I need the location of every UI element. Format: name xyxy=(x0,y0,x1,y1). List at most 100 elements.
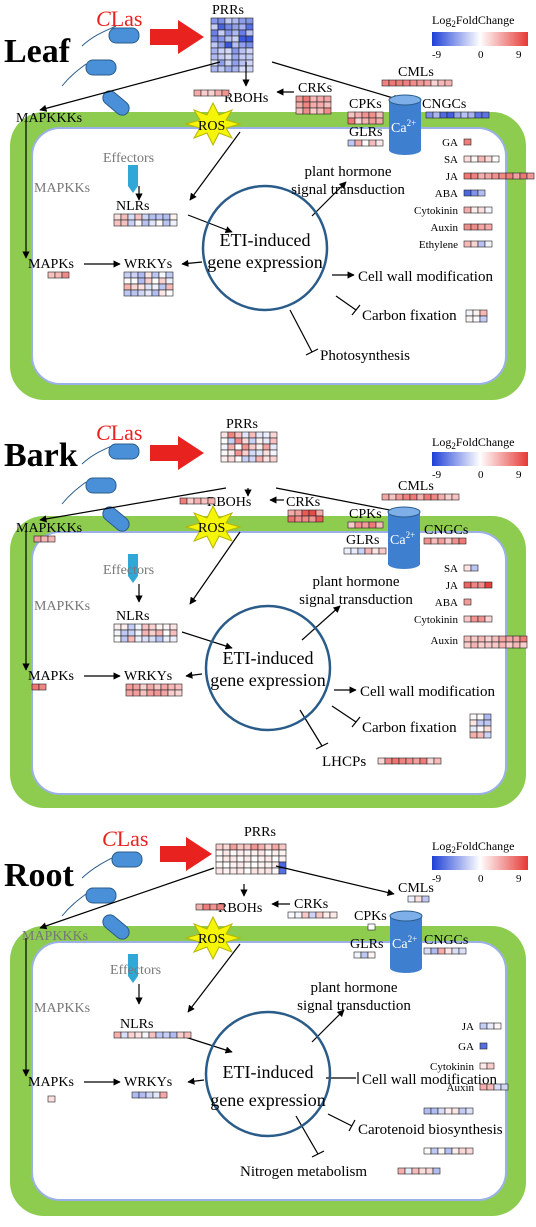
heatmap-cell xyxy=(486,1022,495,1030)
heatmap-cell xyxy=(169,629,178,637)
heatmap-cell xyxy=(483,713,492,721)
heatmap-cell xyxy=(476,719,485,727)
heatmap-cell xyxy=(477,635,486,643)
hormone-name: ABA xyxy=(435,597,458,609)
infection-arrow xyxy=(160,837,212,871)
heatmap-cell xyxy=(144,283,153,291)
heatmap-cell xyxy=(375,117,384,125)
bacterium xyxy=(85,59,117,76)
heatmap-cell xyxy=(113,219,122,227)
heatmap-cell xyxy=(209,903,218,911)
heatmap-cell xyxy=(371,547,380,555)
heatmap-cell xyxy=(476,725,485,733)
heatmap-cell xyxy=(465,1147,474,1155)
heatmap-cell xyxy=(477,206,486,214)
heatmap-cell xyxy=(113,623,122,631)
nlrs-label: NLRs xyxy=(120,1017,153,1032)
cngcs-heatmap xyxy=(423,537,467,545)
eti-label-1: ETI-induced xyxy=(220,230,311,250)
heatmap-cell xyxy=(483,725,492,733)
heatmap-cell xyxy=(470,564,479,572)
cpks-heatmap xyxy=(367,923,376,931)
heatmap-cell xyxy=(120,623,129,631)
cpks-label: CPKs xyxy=(349,97,382,112)
mapkks-label: MAPKKs xyxy=(34,181,90,196)
heatmap-cell xyxy=(347,111,356,119)
bottom-process-label: LHCPs xyxy=(322,754,366,770)
heatmap-cell xyxy=(221,89,230,97)
heatmap-cell xyxy=(216,903,225,911)
heatmap-cell xyxy=(250,843,259,851)
heatmap-cell xyxy=(378,547,387,555)
legend-tick: 9 xyxy=(516,49,522,61)
heatmap-cell xyxy=(323,107,332,115)
heatmap-cell xyxy=(120,1031,129,1039)
heatmap-cell xyxy=(231,17,240,25)
legend-tick: -9 xyxy=(432,49,442,61)
heatmap-cell xyxy=(309,107,318,115)
heatmap-cell xyxy=(248,449,257,457)
heatmap-cell xyxy=(500,1083,509,1091)
mapks-label: MAPKs xyxy=(28,1075,74,1090)
heatmap-cell xyxy=(131,1091,140,1099)
heatmap-cell xyxy=(61,271,70,279)
heatmap-cell xyxy=(465,315,474,323)
heatmap-cell xyxy=(465,309,474,317)
heatmap-cell xyxy=(463,206,472,214)
heatmap-cell xyxy=(238,23,247,31)
heatmap-cell xyxy=(151,283,160,291)
heatmap-cell xyxy=(315,509,324,517)
heatmap-cell xyxy=(141,219,150,227)
ros-label: ROS xyxy=(198,119,225,134)
crks-label: CRKs xyxy=(298,81,332,96)
heatmap-cell xyxy=(220,449,229,457)
ros-burst xyxy=(184,504,242,550)
legend-tick: 9 xyxy=(516,469,522,481)
heatmap-cell xyxy=(215,861,224,869)
hormone-label-1: plant hormone xyxy=(312,574,399,590)
heatmap-cell xyxy=(469,719,478,727)
heatmap-cell xyxy=(519,635,528,643)
middle-process-label: Carotenoid biosynthesis xyxy=(358,1122,503,1138)
heatmap-cell xyxy=(217,17,226,25)
heatmap-cell xyxy=(257,849,266,857)
heatmap-cell xyxy=(202,903,211,911)
heatmap-cell xyxy=(220,431,229,439)
heatmap-cell xyxy=(395,493,404,501)
heatmap-cell xyxy=(315,911,324,919)
heatmap-cell xyxy=(519,172,528,180)
heatmap-cell xyxy=(486,1083,495,1091)
hormone-name: Ethylene xyxy=(419,239,458,251)
heatmap-cell xyxy=(134,623,143,631)
panel-title: Leaf xyxy=(4,33,71,70)
cell-membrane xyxy=(31,531,507,795)
heatmap-cell xyxy=(316,101,325,109)
heatmap-cell xyxy=(162,219,171,227)
heatmap-cell xyxy=(354,521,363,529)
heatmap-cell xyxy=(132,683,141,691)
heatmap-cell xyxy=(127,623,136,631)
rbohs-heatmap xyxy=(195,903,225,911)
legend-tick: -9 xyxy=(432,873,442,885)
heatmap-cell xyxy=(451,1147,460,1155)
heatmap-cell xyxy=(484,223,493,231)
heatmap-cell xyxy=(367,923,376,931)
heatmap-cell xyxy=(238,47,247,55)
panel-title: Root xyxy=(4,857,75,894)
bacterium xyxy=(111,851,143,868)
heatmap-cell xyxy=(354,117,363,125)
heatmap-cell xyxy=(127,629,136,637)
heatmap-cell xyxy=(153,683,162,691)
heatmap-cell xyxy=(141,629,150,637)
hormone-name: JA xyxy=(446,171,458,183)
glrs-label: GLRs xyxy=(349,125,382,140)
heatmap-cell xyxy=(169,635,178,643)
heatmap-cell xyxy=(484,172,493,180)
bottom-process-label: Nitrogen metabolism xyxy=(240,1164,367,1180)
heatmap-cell xyxy=(423,1107,432,1115)
heatmap-cell xyxy=(137,277,146,285)
legend-tick: -9 xyxy=(432,469,442,481)
heatmap-cell xyxy=(381,79,390,87)
middle-heatmap xyxy=(423,1147,474,1155)
heatmap-cell xyxy=(137,289,146,297)
